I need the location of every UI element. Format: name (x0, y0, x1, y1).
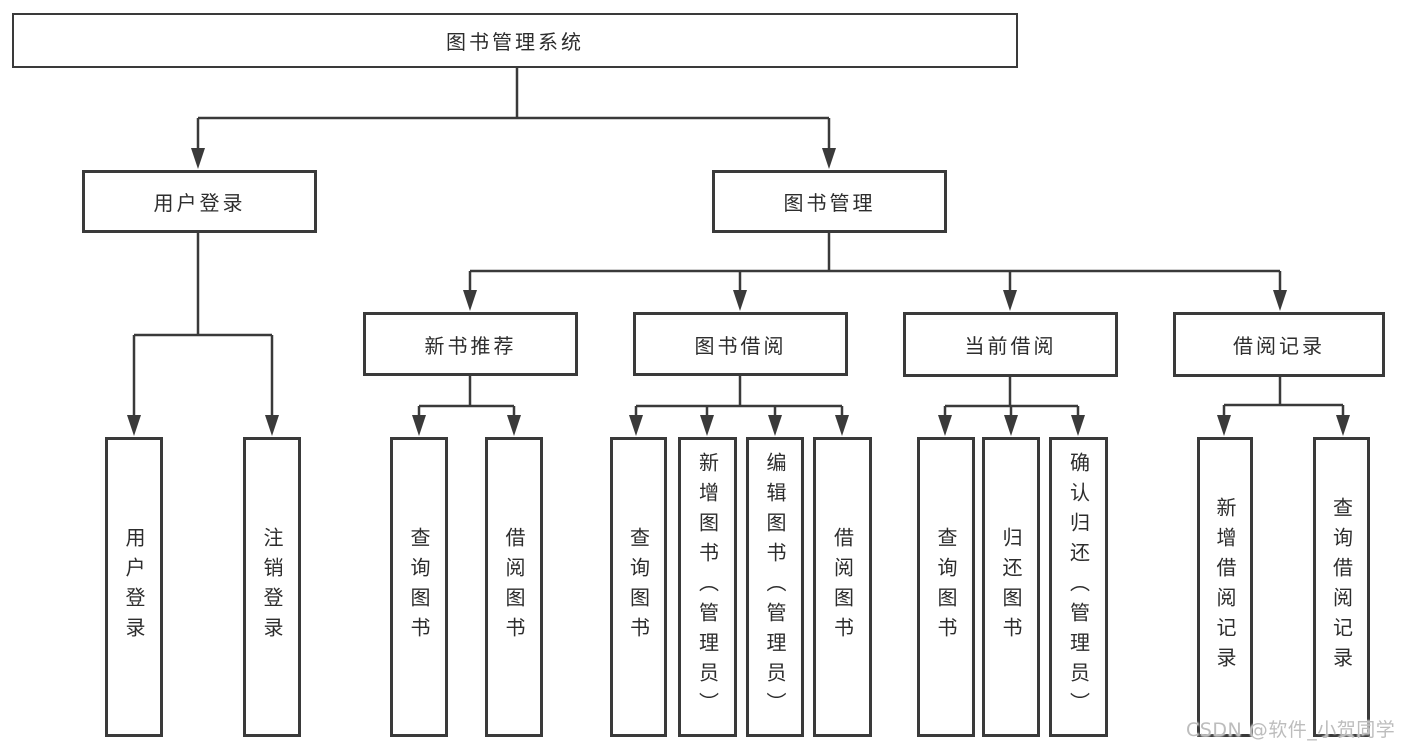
node-book-management: 图书管理 (712, 170, 947, 233)
leaf-logout: 注销登录 (243, 437, 301, 737)
leaf-edit-book-admin: 编辑图书（管理员） (746, 437, 804, 737)
leaf-borrow-book-recommend: 借阅图书 (485, 437, 543, 737)
node-current-borrowing: 当前借阅 (903, 312, 1118, 377)
leaf-confirm-return-admin: 确认归还（管理员） (1049, 437, 1108, 737)
node-root: 图书管理系统 (12, 13, 1018, 68)
node-user-login: 用户登录 (82, 170, 317, 233)
leaf-query-borrow-record: 查询借阅记录 (1313, 437, 1370, 737)
csdn-watermark: CSDN @软件_小贺同学 (1186, 719, 1396, 741)
leaf-user-login: 用户登录 (105, 437, 163, 737)
leaf-return-book: 归还图书 (982, 437, 1040, 737)
leaf-borrow-book: 借阅图书 (813, 437, 872, 737)
leaf-query-book-borrowing: 查询图书 (610, 437, 667, 737)
leaf-add-book-admin: 新增图书（管理员） (678, 437, 737, 737)
leaf-add-borrow-record: 新增借阅记录 (1197, 437, 1253, 737)
leaf-query-book-current: 查询图书 (917, 437, 975, 737)
node-book-borrowing: 图书借阅 (633, 312, 848, 376)
node-borrowing-records: 借阅记录 (1173, 312, 1385, 377)
node-new-book-recommendation: 新书推荐 (363, 312, 578, 376)
leaf-query-book-recommend: 查询图书 (390, 437, 448, 737)
